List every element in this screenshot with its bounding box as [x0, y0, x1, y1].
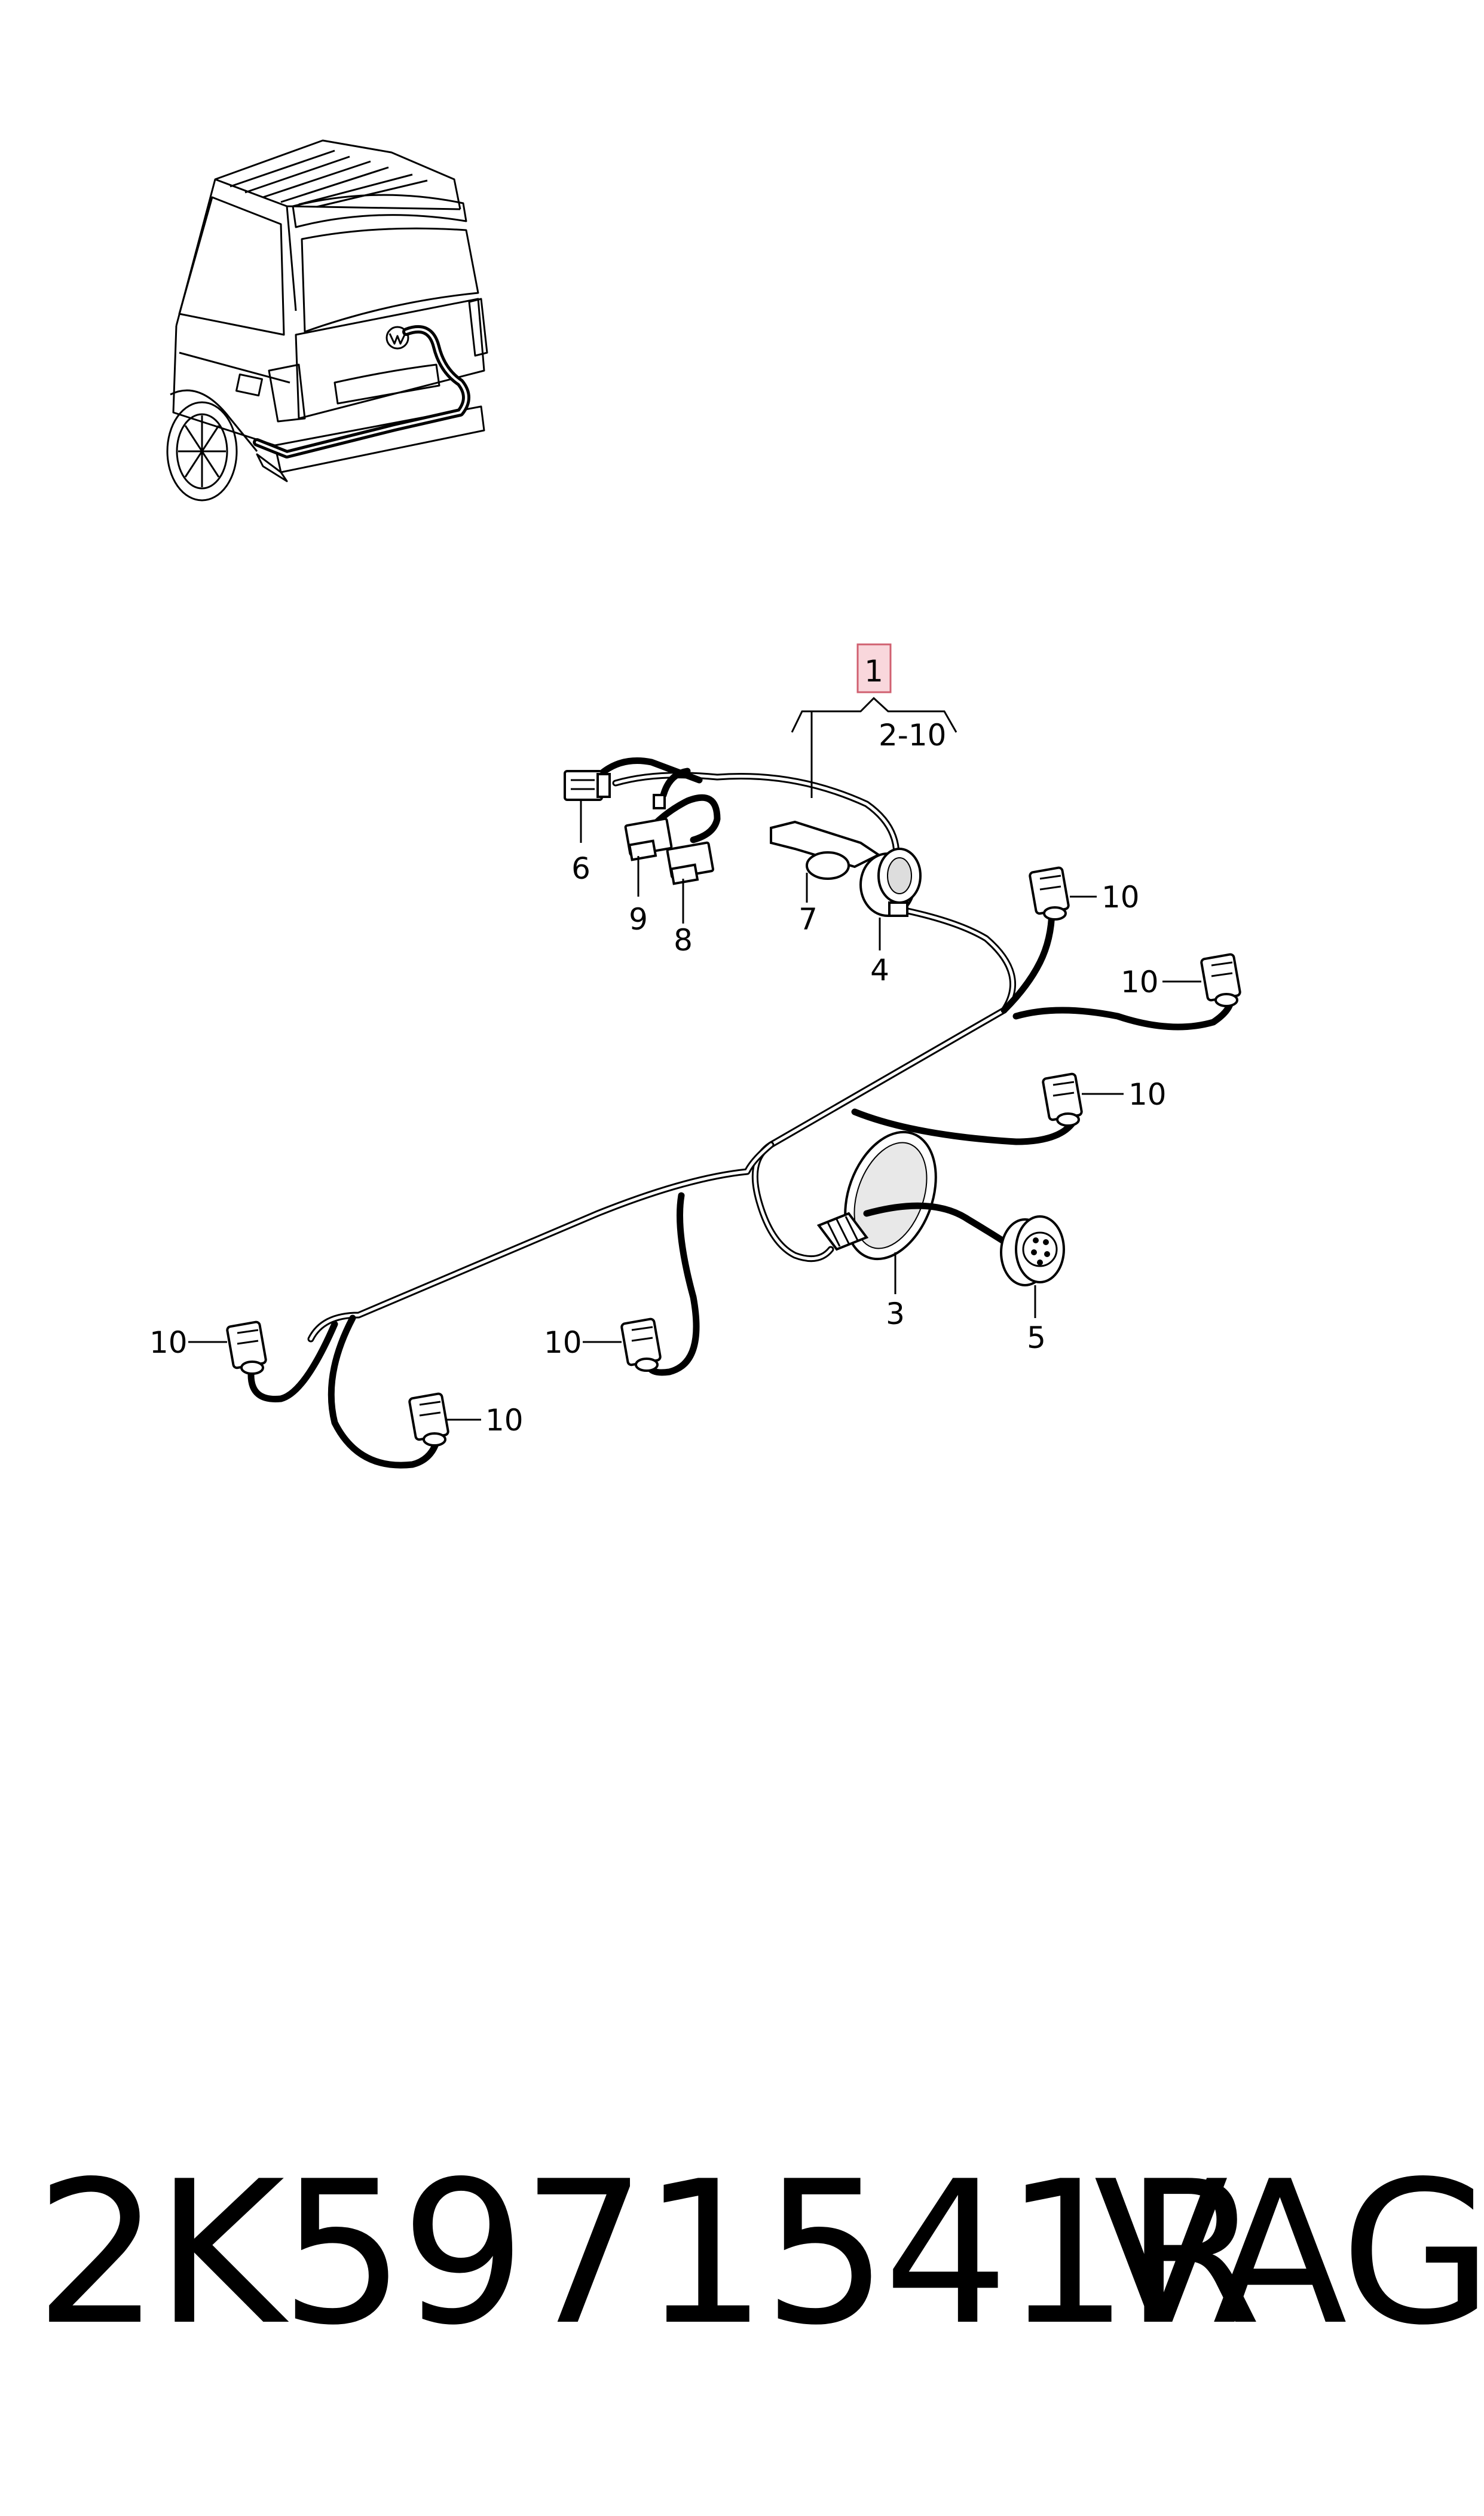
callout-6: 6	[571, 851, 590, 886]
sensor-connector-10-bottom	[408, 1392, 449, 1447]
connector-8	[666, 841, 714, 885]
callout-main: 1 2-10	[791, 643, 957, 798]
callout-1: 1	[864, 654, 883, 689]
callout-2-10: 2-10	[879, 718, 946, 753]
connector-6	[564, 770, 611, 801]
callout-4: 4	[870, 953, 889, 988]
callout-3: 3	[886, 1297, 905, 1331]
leaders	[188, 801, 1201, 1421]
connector-9	[624, 817, 673, 861]
callout-10-left: 10	[149, 1325, 188, 1360]
sensor-connector-10-center	[620, 1317, 662, 1372]
callout-9: 9	[629, 902, 648, 937]
callout-10-bottom: 10	[485, 1403, 524, 1438]
footer: 2K5971541R VAG	[0, 2128, 1484, 2379]
trailer-plug-5	[863, 1202, 1065, 1286]
callout-10-right: 10	[1121, 965, 1159, 999]
socket-4	[859, 848, 922, 917]
connector-small-terminal	[653, 794, 666, 809]
callout-labels: 6 9 8 7 4 3 5 10 10 10 10 10 10	[149, 851, 1167, 1438]
sensor-connector-10-mid	[1042, 1072, 1083, 1127]
brand-name: VAG	[1094, 2139, 1484, 2368]
harness-wires	[247, 757, 1235, 1469]
callout-8: 8	[674, 923, 693, 958]
callout-10-top: 10	[1101, 880, 1140, 915]
bracket-7	[770, 820, 881, 880]
callout-7: 7	[798, 902, 818, 937]
grommet-3	[816, 1130, 937, 1261]
part-number: 2K5971541R	[35, 2139, 1262, 2368]
vehicle-rear-illustration	[166, 139, 488, 502]
callout-10-center: 10	[544, 1325, 582, 1360]
callout-5: 5	[1027, 1320, 1046, 1355]
sensor-connector-10-right	[1200, 953, 1241, 1007]
sensor-connector-10-top	[1029, 866, 1070, 921]
sensor-connector-10-left	[226, 1320, 267, 1375]
callout-10-mid: 10	[1128, 1077, 1167, 1112]
